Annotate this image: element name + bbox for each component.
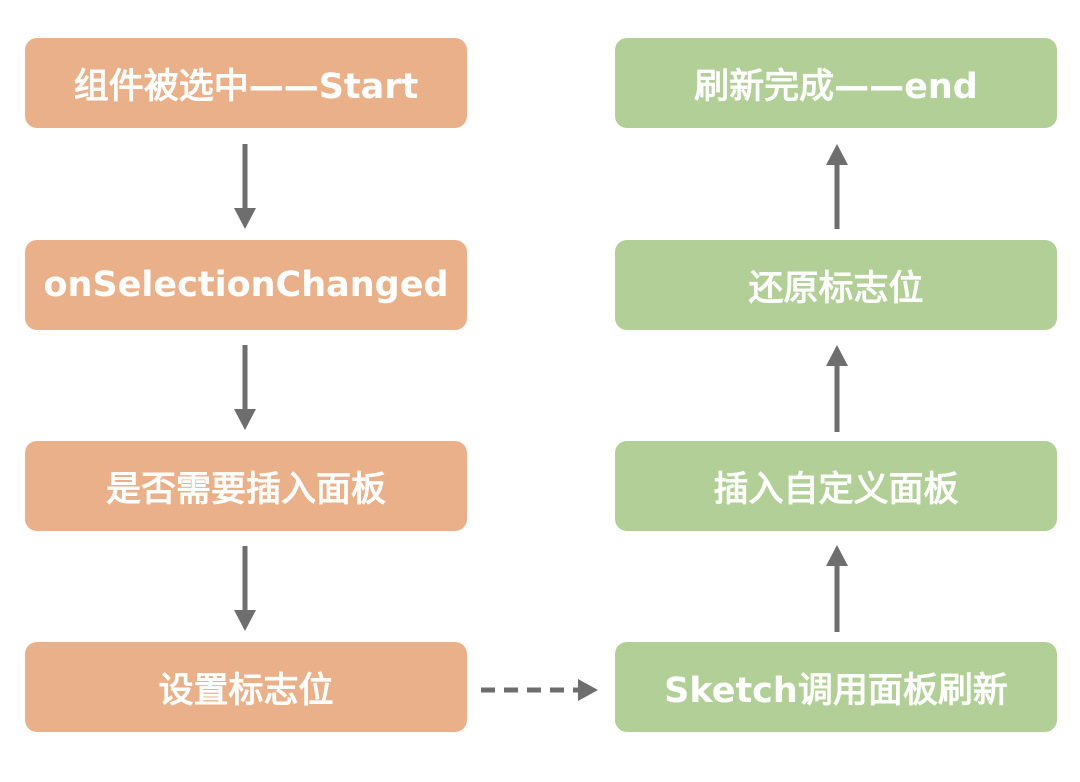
node-label: 刷新完成——end — [694, 66, 978, 107]
arrow-down-2 — [234, 345, 256, 430]
arrow-up-2 — [826, 345, 848, 432]
node-label: 组件被选中——Start — [73, 66, 419, 107]
node-insert-custom-panel: 插入自定义面板 — [615, 441, 1057, 531]
node-restore-flag: 还原标志位 — [615, 240, 1057, 330]
node-on-selection-changed: onSelectionChanged — [25, 240, 467, 330]
node-label: 插入自定义面板 — [713, 469, 959, 510]
node-sketch-refresh-panel: Sketch调用面板刷新 — [615, 642, 1057, 732]
arrow-down-1 — [234, 144, 256, 229]
node-label: 设置标志位 — [158, 670, 334, 711]
arrow-down-3 — [234, 546, 256, 631]
node-refresh-complete-end: 刷新完成——end — [615, 38, 1057, 128]
arrow-dashed-right — [481, 679, 598, 701]
arrow-up-1 — [826, 545, 848, 632]
node-need-insert-panel: 是否需要插入面板 — [25, 441, 467, 531]
node-label: Sketch调用面板刷新 — [664, 670, 1008, 711]
node-label: 是否需要插入面板 — [105, 469, 386, 510]
node-set-flag: 设置标志位 — [25, 642, 467, 732]
node-label: 还原标志位 — [748, 268, 924, 309]
node-label: onSelectionChanged — [43, 265, 449, 305]
arrow-up-3 — [826, 144, 848, 229]
node-component-selected-start: 组件被选中——Start — [25, 38, 467, 128]
